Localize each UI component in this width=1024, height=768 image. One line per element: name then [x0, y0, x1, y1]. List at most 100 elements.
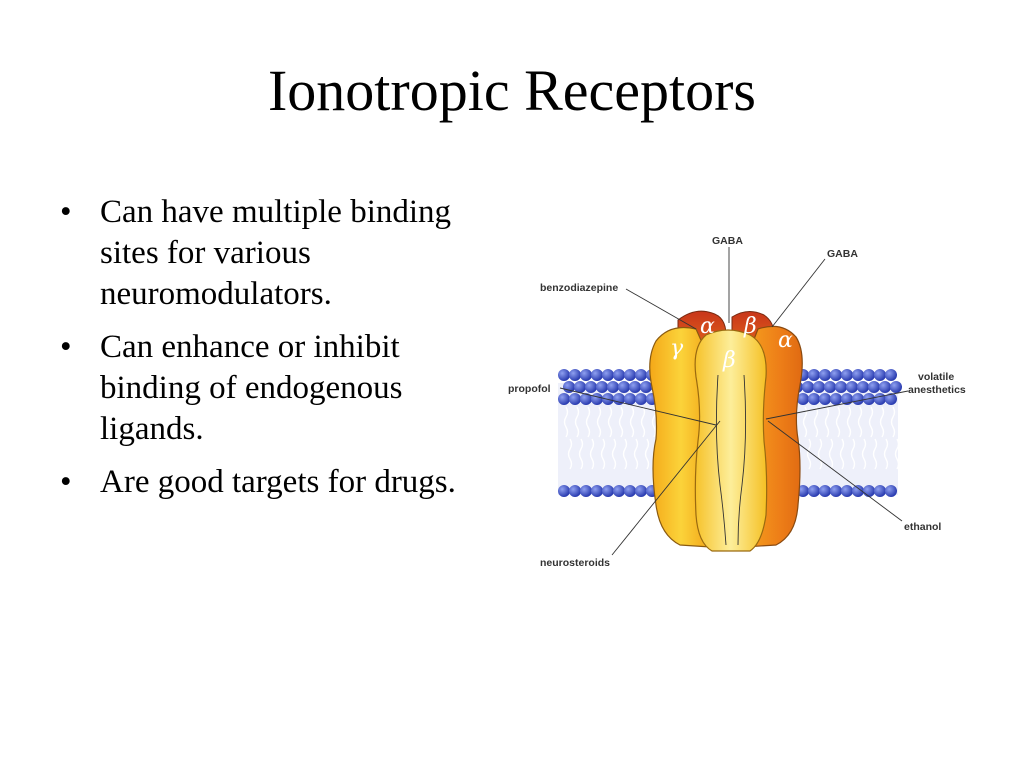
lipid-tail: [828, 438, 834, 470]
lipid-tail: [600, 438, 606, 470]
lipid-tail: [574, 406, 580, 438]
lipid-head: [808, 393, 820, 405]
lipid-tail: [622, 438, 628, 470]
lipid-tail: [578, 438, 584, 470]
bullet-icon: •: [60, 329, 72, 365]
lipid-head: [602, 369, 614, 381]
lipid-tail: [611, 438, 617, 470]
lipid-tail: [883, 438, 889, 470]
bullet-list: • Can have multiple binding sites for va…: [58, 192, 498, 515]
lipid-head: [819, 369, 831, 381]
label-volatile: volatile: [918, 371, 954, 383]
lipid-head: [569, 393, 581, 405]
lipid-head: [802, 381, 814, 393]
receptor-channel: γ α β α β: [649, 310, 803, 552]
lipid-head: [602, 485, 614, 497]
lipid-tail: [839, 438, 845, 470]
lipid-head: [591, 485, 603, 497]
lipid-head: [624, 369, 636, 381]
lipid-tail: [633, 438, 639, 470]
lipid-head: [558, 485, 570, 497]
lipid-head: [819, 393, 831, 405]
lipid-tail: [824, 406, 830, 438]
subunit-label-beta: β: [722, 348, 736, 373]
lipid-tail: [850, 438, 856, 470]
lipid-tail: [890, 406, 896, 438]
lipid-head: [580, 369, 592, 381]
lipid-tail: [817, 438, 823, 470]
lipid-head: [852, 485, 864, 497]
lipid-tail: [644, 438, 650, 470]
lipid-head: [863, 485, 875, 497]
lipid-tail: [846, 406, 852, 438]
gaba-receptor-diagram: γ α β α β GABA GABA benzodiazepine: [500, 225, 980, 575]
lipid-head: [808, 485, 820, 497]
lipid-tail: [802, 406, 808, 438]
lipid-head: [596, 381, 608, 393]
lipid-head: [629, 381, 641, 393]
lipid-heads-top: [558, 369, 902, 405]
lipid-head: [852, 393, 864, 405]
lipid-head: [863, 369, 875, 381]
lipid-tail: [813, 406, 819, 438]
lipid-tail: [894, 438, 900, 470]
subunit-label-alpha: α: [778, 328, 793, 353]
lipid-head: [879, 381, 891, 393]
lipid-head: [830, 369, 842, 381]
lipid-head: [830, 393, 842, 405]
lipid-head: [835, 381, 847, 393]
lipid-tail: [629, 406, 635, 438]
lipid-head: [819, 485, 831, 497]
lipid-head: [558, 393, 570, 405]
lipid-head: [868, 381, 880, 393]
lipid-head: [613, 369, 625, 381]
lipid-head: [569, 485, 581, 497]
label-neurosteroids: neurosteroids: [540, 557, 610, 569]
channel-contour: [715, 374, 727, 546]
bullet-text: Are good targets for drugs.: [100, 464, 456, 500]
leader-line-neurosteroids: [611, 420, 721, 556]
lipid-head: [808, 369, 820, 381]
slide-title: Ionotropic Receptors: [267, 58, 756, 123]
lipid-head: [797, 393, 809, 405]
label-ethanol: ethanol: [904, 521, 941, 533]
lipid-head: [558, 369, 570, 381]
lipid-tail: [567, 438, 573, 470]
lipid-tail: [618, 406, 624, 438]
lipid-head: [841, 369, 853, 381]
lipid-head: [874, 485, 886, 497]
leader-line-ethanol: [767, 420, 903, 522]
lipid-head: [574, 381, 586, 393]
lipid-head: [885, 393, 897, 405]
lipid-head: [797, 485, 809, 497]
bullet-text: Can enhance or inhibit binding of endoge…: [100, 329, 403, 447]
lipid-head: [624, 485, 636, 497]
lipid-tail: [640, 406, 646, 438]
beta-subunit-front: [694, 329, 768, 552]
lipid-head: [857, 381, 869, 393]
leader-line-gaba-right: [771, 258, 826, 328]
lipid-head: [613, 485, 625, 497]
lipid-head: [824, 381, 836, 393]
lipid-head: [846, 381, 858, 393]
lipid-head: [874, 369, 886, 381]
lipid-tail: [879, 406, 885, 438]
gaba-receptor-svg: γ α β α β GABA GABA benzodiazepine: [508, 235, 966, 569]
lipid-head: [890, 381, 902, 393]
bullet-icon: •: [60, 194, 72, 230]
lipid-head: [613, 393, 625, 405]
lipid-tail: [868, 406, 874, 438]
lipid-head: [635, 393, 647, 405]
bullet-item: • Can enhance or inhibit binding of endo…: [58, 327, 498, 450]
label-propofol: propofol: [508, 383, 551, 395]
lipid-head: [885, 485, 897, 497]
lipid-tail: [857, 406, 863, 438]
lipid-tail: [872, 438, 878, 470]
lipid-tail: [589, 438, 595, 470]
label-gaba-right: GABA: [827, 248, 858, 260]
leader-line-propofol: [559, 387, 717, 426]
lipid-tail: [585, 406, 591, 438]
lipid-head: [885, 369, 897, 381]
label-gaba-top: GABA: [712, 235, 743, 247]
